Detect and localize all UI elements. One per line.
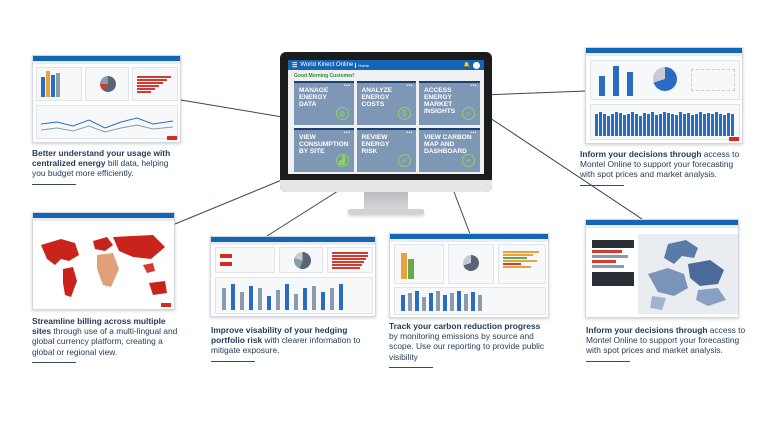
tile-menu-dots[interactable]: ••• xyxy=(406,130,413,136)
caption-bold: Inform your decisions through xyxy=(586,325,708,335)
nav-home-link[interactable]: Home xyxy=(355,62,369,68)
thumb-pie-chart xyxy=(279,247,323,273)
thumb-bar-chart xyxy=(215,277,373,314)
tile-label: Analyze Energy Costs xyxy=(361,87,393,108)
caption-text: by monitoring emissions by source and sc… xyxy=(389,331,545,362)
tile-review-energy-risk[interactable]: ••• Review Energy Risk ✓ xyxy=(356,128,416,172)
tile-view-consumption-by-site[interactable]: ••• View Consumption by Site ▟ xyxy=(294,128,354,172)
caption-bold: Track your carbon reduction progress xyxy=(389,321,541,331)
thumb-subbar xyxy=(586,53,742,56)
thumb-topbar xyxy=(33,213,174,218)
tile-menu-dots[interactable]: ••• xyxy=(343,130,351,136)
shield-check-icon: ✓ xyxy=(398,154,411,167)
globe-leaf-icon: ◍ xyxy=(335,107,349,120)
thumb-pie-chart xyxy=(85,67,129,101)
tile-menu-dots[interactable]: ••• xyxy=(343,83,351,89)
thumb-world-map-graphic xyxy=(41,235,167,297)
caption-bold: Better understand your usage with centra… xyxy=(32,148,171,169)
thumb-europe-map-graphic xyxy=(638,234,738,314)
thumb-bar-chart xyxy=(590,104,740,140)
menu-icon[interactable]: ☰ xyxy=(292,62,298,69)
caption-hedging: Improve visability of your hedging portf… xyxy=(211,325,371,363)
thumb-subbar xyxy=(33,61,180,64)
thumb-top-chart xyxy=(590,60,740,100)
tile-menu-dots[interactable]: ••• xyxy=(470,83,477,89)
monitor-stand-neck xyxy=(364,192,408,210)
tile-menu-dots[interactable]: ••• xyxy=(470,130,477,136)
tile-label: View Carbon Map and Dashboard xyxy=(424,134,472,155)
factory-icon: ▟ xyxy=(335,154,349,167)
thumb-ranking-chart xyxy=(132,67,178,101)
thumb-bar-chart xyxy=(36,67,82,101)
tile-view-carbon-map[interactable]: ••• View Carbon Map and Dashboard ⌖ xyxy=(419,128,480,172)
thumbnail-carbon-dashboard xyxy=(389,233,549,318)
caption-market-2: Inform your decisions through access to … xyxy=(586,325,746,363)
thumb-topbar xyxy=(211,237,375,242)
thumb-alert-badge xyxy=(729,137,739,141)
tile-label: View Consumption by Site xyxy=(299,134,349,155)
tile-analyze-energy-costs[interactable]: ••• Analyze Energy Costs $ xyxy=(356,81,416,125)
tile-menu-dots[interactable]: ••• xyxy=(406,83,413,89)
monitor-screen: ☰ World Kinect Online Home 🔔 Good Mornin… xyxy=(288,60,484,174)
thumb-bar-chart xyxy=(394,287,546,315)
tile-access-market-insights[interactable]: ••• Access Energy Market Insights ⌕ xyxy=(419,81,480,125)
tile-grid: ••• Manage Energy Data ◍ ••• Analyze Ene… xyxy=(294,81,480,172)
thumbnail-market-prices xyxy=(585,47,743,144)
thumb-carbon-summary xyxy=(394,244,444,284)
caption-underline xyxy=(32,361,76,364)
caption-text: through use of a multi-lingual and globa… xyxy=(32,326,178,357)
thumbnail-world-map xyxy=(32,212,175,310)
tile-label: Manage Energy Data xyxy=(299,87,329,108)
thumb-topbar xyxy=(390,234,548,239)
thumbnail-europe-map xyxy=(585,219,739,318)
thumb-summary-panel xyxy=(215,247,275,273)
caption-usage: Better understand your usage with centra… xyxy=(32,148,182,186)
thumb-subbar xyxy=(586,225,738,228)
caption-bold: Inform your decisions through xyxy=(580,149,702,159)
caption-underline xyxy=(580,184,624,187)
caption-underline xyxy=(32,183,76,186)
thumb-ranking-chart xyxy=(327,247,373,273)
caption-text: access to Montel Online to support your … xyxy=(580,149,740,180)
app-header: ☰ World Kinect Online Home 🔔 xyxy=(288,60,484,70)
caption-market-1: Inform your decisions through access to … xyxy=(580,149,750,187)
thumb-subbar xyxy=(211,242,375,245)
caption-bold: Improve visability of your hedging portf… xyxy=(211,325,348,346)
bell-icon[interactable]: 🔔 xyxy=(463,62,470,68)
thumb-subbar xyxy=(390,239,548,242)
caption-bold: Streamline billing across multiple sites xyxy=(32,316,166,337)
caption-text: access to Montel Online to support your … xyxy=(586,325,746,356)
caption-billing: Streamline billing across multiple sites… xyxy=(32,316,182,364)
thumbnail-usage-dashboard xyxy=(32,55,181,143)
thumb-topbar xyxy=(33,56,180,61)
app-title: World Kinect Online xyxy=(300,62,354,68)
caption-underline xyxy=(389,366,433,369)
caption-text: with clearer information to mitigate exp… xyxy=(211,335,361,356)
thumb-topbar xyxy=(586,220,738,225)
thumbnail-hedging-risk xyxy=(210,236,376,317)
greeting: Good Morning Customer! xyxy=(294,73,355,79)
thumb-alert-badge xyxy=(161,303,171,307)
caption-text: bill data, helping you budget more effic… xyxy=(32,158,169,179)
user-avatar[interactable] xyxy=(473,61,480,69)
thumb-price-table xyxy=(592,240,634,300)
monitor-chin xyxy=(280,180,492,192)
magnifier-chart-icon: ⌕ xyxy=(462,107,475,120)
thumb-subbar xyxy=(33,218,174,221)
tile-manage-energy-data[interactable]: ••• Manage Energy Data ◍ xyxy=(294,81,354,125)
thumb-alert-badge xyxy=(167,136,177,140)
monitor-stand-base xyxy=(348,209,424,214)
caption-underline xyxy=(211,360,255,363)
tile-label: Access Energy Market Insights xyxy=(424,87,456,115)
thumb-donut-chart xyxy=(448,244,494,284)
money-bag-icon: $ xyxy=(398,107,411,120)
caption-underline xyxy=(586,360,630,363)
thumb-line-chart xyxy=(36,105,178,139)
tile-label: Review Energy Risk xyxy=(361,134,390,155)
map-pin-icon: ⌖ xyxy=(462,154,475,167)
monitor-frame: ☰ World Kinect Online Home 🔔 Good Mornin… xyxy=(280,52,492,192)
thumb-topbar xyxy=(586,48,742,53)
caption-carbon: Track your carbon reduction progress by … xyxy=(389,321,549,369)
thumb-emissions-ranking xyxy=(498,244,546,284)
